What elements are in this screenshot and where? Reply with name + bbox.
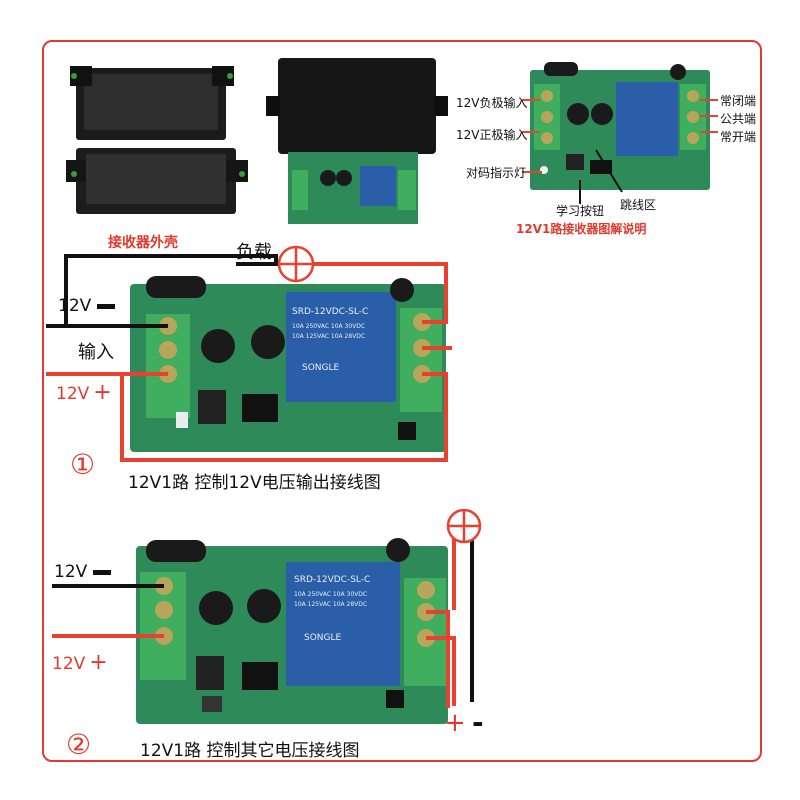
label-learn-button: 学习按钮 bbox=[556, 204, 605, 218]
d1-neg-dash bbox=[96, 303, 115, 309]
enclosure-closed-photo bbox=[266, 58, 448, 224]
annotation-arrows bbox=[522, 99, 718, 204]
d1-pos-sign: + bbox=[93, 380, 112, 405]
label-nc: 常闭端 bbox=[720, 94, 757, 108]
d2-caption: 12V1路 控制其它电压接线图 bbox=[140, 741, 360, 761]
label-no: 常开端 bbox=[720, 130, 757, 144]
d1-pos-label: 12V+ bbox=[56, 380, 112, 405]
relay-rating1-1: 10A 250VAC 10A 30VDC bbox=[292, 323, 365, 330]
load-symbol-2 bbox=[446, 508, 482, 544]
d2-neg-text: 12V bbox=[54, 562, 88, 582]
wiring-diagram-1: SRD-12VDC-SL-C 10A 250VAC 10A 30VDC 10A … bbox=[46, 245, 452, 462]
d2-out-minus: - bbox=[472, 706, 484, 739]
red-wire-load bbox=[314, 262, 448, 324]
wiring-diagram-2: SRD-12VDC-SL-C 10A 250VAC 10A 30VDC 10A … bbox=[52, 508, 482, 724]
red-wire-out-2 bbox=[426, 610, 450, 708]
relay-rating2-2: 10A 125VAC 10A 28VDC bbox=[294, 601, 367, 608]
relay-brand-1: SONGLE bbox=[302, 363, 340, 373]
red-wire-loop bbox=[120, 372, 448, 462]
relay-rating1-2: 10A 250VAC 10A 30VDC bbox=[294, 591, 367, 598]
d1-input-label: 输入 bbox=[78, 342, 114, 363]
d2-neg-label: 12V bbox=[54, 562, 111, 582]
d2-out-plus: + bbox=[444, 708, 466, 738]
d1-load-label: 负载 bbox=[236, 242, 272, 263]
d2-pos-text: 12V bbox=[52, 654, 86, 674]
relay-brand-2: SONGLE bbox=[304, 633, 342, 643]
d2-pos-sign: + bbox=[89, 650, 108, 675]
load-symbol bbox=[277, 245, 315, 283]
label-com: 公共端 bbox=[720, 112, 757, 126]
label-pos-input: 12V正极输入 bbox=[456, 128, 528, 142]
d1-pos-text: 12V bbox=[56, 384, 90, 404]
d2-pos-label: 12V+ bbox=[52, 650, 108, 675]
label-jumper: 跳线区 bbox=[620, 198, 657, 212]
relay-model-1: SRD-12VDC-SL-C bbox=[292, 307, 368, 317]
receiver-board-2: SRD-12VDC-SL-C 10A 250VAC 10A 30VDC 10A … bbox=[136, 538, 448, 724]
d1-number: ① bbox=[70, 448, 96, 481]
case-caption: 接收器外壳 bbox=[108, 235, 178, 251]
label-pairing-led: 对码指示灯 bbox=[466, 166, 527, 180]
outer-frame bbox=[42, 40, 762, 762]
enclosure-open-photo bbox=[66, 66, 248, 214]
d2-number: ② bbox=[66, 728, 92, 761]
d2-neg-dash bbox=[92, 569, 111, 575]
d1-neg-label: 12V bbox=[58, 296, 115, 316]
receiver-board-1: SRD-12VDC-SL-C 10A 250VAC 10A 30VDC 10A … bbox=[130, 276, 446, 452]
label-neg-input: 12V负极输入 bbox=[456, 96, 528, 110]
d1-caption: 12V1路 控制12V电压输出接线图 bbox=[128, 473, 381, 493]
d1-neg-text: 12V bbox=[58, 296, 92, 316]
receiver-board-diagram bbox=[530, 62, 710, 190]
relay-model-2: SRD-12VDC-SL-C bbox=[294, 575, 370, 585]
diagram-caption: 12V1路接收器图解说明 bbox=[516, 222, 647, 236]
red-wire-out-2b bbox=[426, 636, 456, 706]
relay-rating2-1: 10A 125VAC 10A 28VDC bbox=[292, 333, 365, 340]
